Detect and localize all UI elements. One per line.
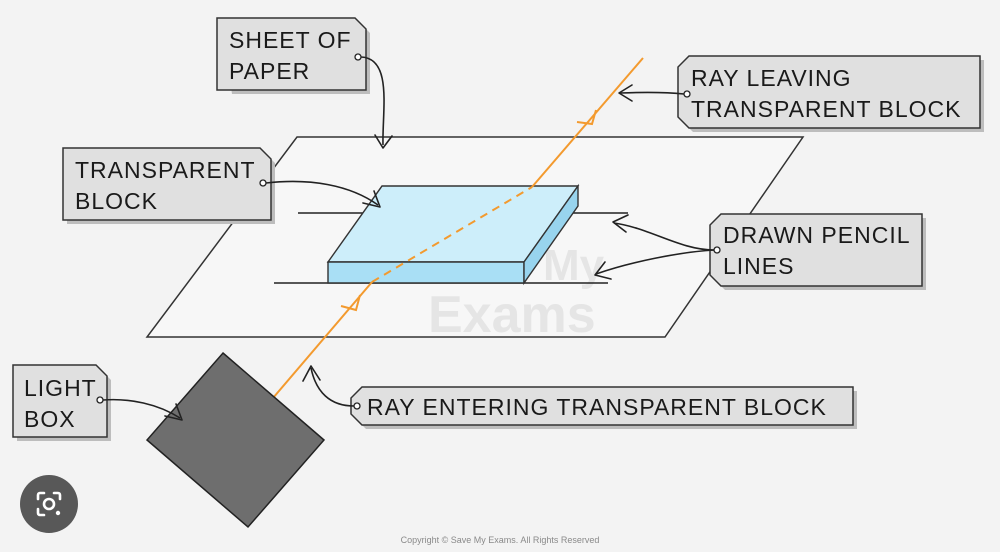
arrow-transparent-block-icon (362, 190, 381, 208)
tag-sheet-of-paper: SHEET OF PAPER (216, 17, 393, 149)
tag-hole-icon (354, 53, 362, 61)
tag-hole-icon (683, 90, 691, 98)
arrow-ray-leaving-icon (618, 84, 633, 102)
leader-pencil-line-bottom (595, 249, 715, 275)
block-front-face (327, 261, 525, 284)
tag-ray-entering: RAY ENTERING TRANSPARENT BLOCK (302, 365, 857, 429)
leader-sheet-of-paper (360, 56, 385, 146)
leader-transparent-block (265, 180, 379, 206)
arrow-pencil-line-bottom-icon (594, 261, 612, 280)
leader-pencil-line-top (613, 222, 715, 251)
tag-light-box-line-1: LIGHT (24, 375, 97, 401)
light-ray (272, 57, 644, 399)
ray-leaving-arrow-icon (576, 109, 597, 126)
tag-ray-leaving-line-1: RAY LEAVING (691, 65, 852, 91)
tag-ray-leaving-line-2: TRANSPARENT BLOCK (691, 96, 961, 122)
ray-entering-arrow-icon (340, 294, 361, 312)
camera-lens-icon (36, 491, 62, 517)
tag-light-box: LIGHT BOX (12, 364, 183, 441)
tag-transparent-block-line-2: BLOCK (75, 188, 158, 214)
copyright-notice: Copyright © Save My Exams. All Rights Re… (401, 535, 600, 545)
arrow-light-box-icon (164, 403, 183, 421)
tag-sheet-of-paper-line-2: PAPER (229, 58, 310, 84)
arrow-pencil-line-top-icon (612, 214, 629, 233)
tag-transparent-block: TRANSPARENT BLOCK (62, 147, 381, 224)
tag-ray-leaving: RAY LEAVING TRANSPARENT BLOCK (618, 55, 984, 132)
tag-hole-icon (353, 402, 361, 410)
leader-ray-entering (310, 367, 355, 407)
tag-sheet-of-paper-line-1: SHEET OF (229, 27, 352, 53)
tag-ray-entering-text: RAY ENTERING TRANSPARENT BLOCK (367, 394, 827, 420)
leader-ray-leaving (619, 91, 685, 95)
watermark-line-2: Exams (428, 286, 596, 344)
leader-light-box (102, 398, 181, 419)
arrow-ray-entering-icon (302, 365, 321, 382)
tag-transparent-block-line-1: TRANSPARENT (75, 157, 256, 183)
light-box (145, 351, 326, 529)
arrow-sheet-of-paper-icon (374, 134, 393, 149)
ray-inside-block (371, 186, 533, 283)
tag-drawn-pencil-lines-line-2: LINES (723, 253, 794, 279)
block-side-face (523, 183, 579, 286)
tag-hole-icon (96, 396, 104, 404)
lens-search-button[interactable] (20, 475, 78, 533)
tag-hole-icon (713, 246, 721, 254)
tag-hole-icon (259, 179, 267, 187)
tag-light-box-line-2: BOX (24, 406, 76, 432)
ray-entering-segment (272, 281, 373, 399)
transparent-block (326, 183, 580, 286)
tag-drawn-pencil-lines: DRAWN PENCIL LINES (594, 213, 926, 290)
tag-drawn-pencil-lines-line-1: DRAWN PENCIL (723, 222, 911, 248)
